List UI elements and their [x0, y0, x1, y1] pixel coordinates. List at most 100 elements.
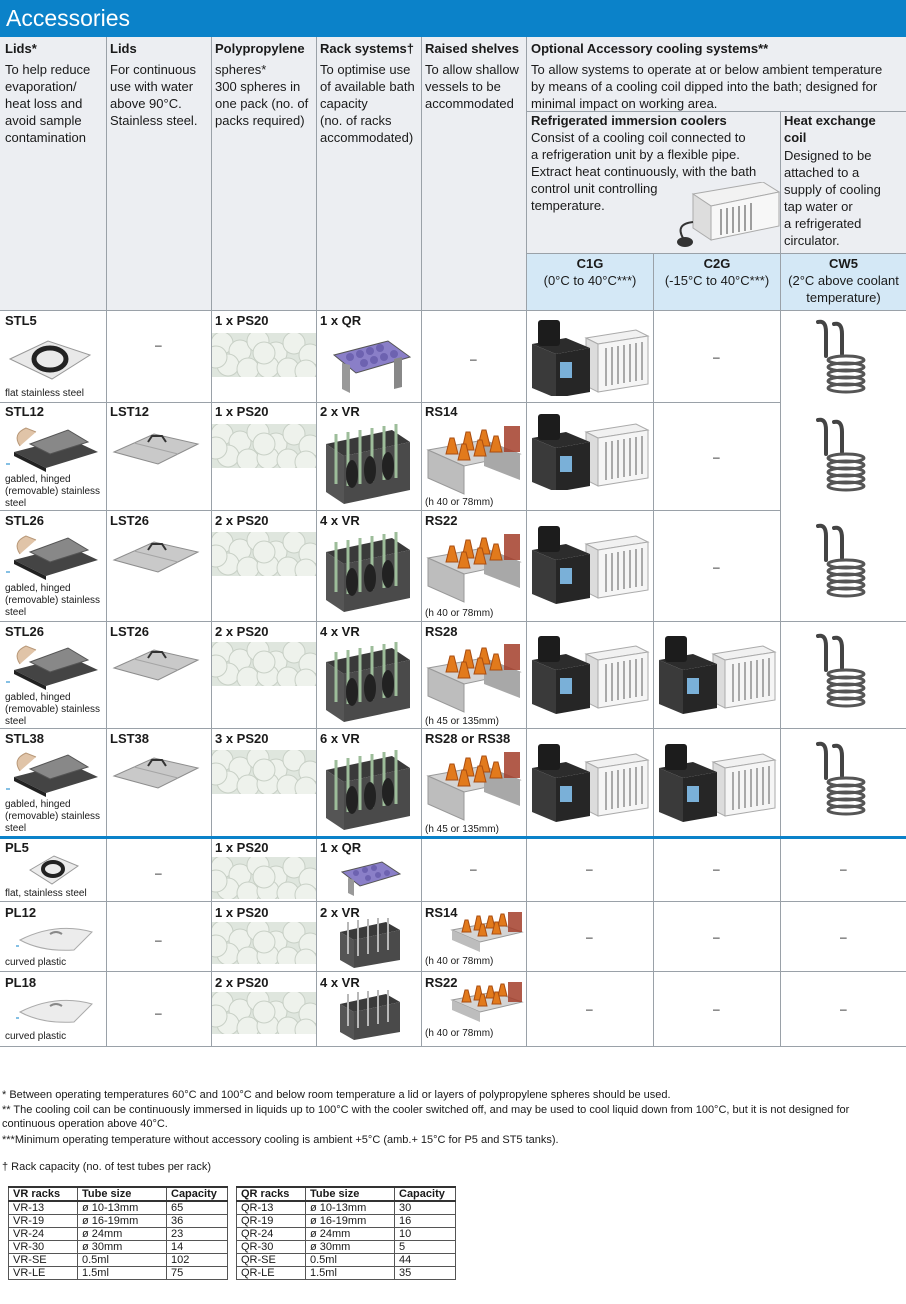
table-cell: VR-19 [8, 1214, 78, 1228]
c1g-range: (0°C to 40°C***) [543, 273, 637, 288]
table-cell: 44 [394, 1253, 456, 1267]
raised-shelf-image [426, 644, 522, 713]
lid-note: flat stainless steel [5, 388, 84, 399]
table-cell: ø 30mm [77, 1240, 167, 1254]
table-cell: 10 [394, 1227, 456, 1241]
spheres-image [212, 424, 316, 468]
header-shelves-desc: To allow shallow vessels to be accommoda… [425, 62, 519, 111]
table-cell: 5 [394, 1240, 456, 1254]
table-cell: QR racks [236, 1186, 306, 1202]
table-cell: Capacity [394, 1186, 456, 1202]
lid2-empty: – [155, 338, 162, 352]
header-refrig-title: Refrigerated immersion coolers [531, 113, 727, 128]
lst-lid-image [112, 541, 200, 573]
spheres-image [212, 333, 316, 377]
lst-lid-image [112, 757, 200, 789]
c2g-empty: – [713, 450, 720, 464]
gabled-lid-image [6, 752, 98, 797]
table-cell: VR-24 [8, 1227, 78, 1241]
c2g-empty: – [713, 350, 720, 364]
lid-code: STL5 [5, 313, 37, 328]
table-cell: QR-24 [236, 1227, 306, 1241]
header-lids-title: Lids* [5, 41, 37, 56]
c1g-empty: – [586, 1002, 593, 1016]
footnote-double-star: ** The cooling coil can be continuously … [2, 1104, 850, 1130]
header-lids2-desc: For continuous use with water above 90°C… [110, 62, 198, 128]
header-racks-title: Rack systems† [320, 41, 414, 56]
refrigerated-cooler-image [530, 314, 650, 396]
table-cell: ø 10-13mm [77, 1200, 167, 1215]
vr-rack-image [340, 990, 400, 1040]
c2g-empty: – [713, 862, 720, 876]
spheres-qty: 2 x PS20 [215, 624, 269, 639]
table-cell: Tube size [77, 1186, 167, 1202]
header-lids2-title: Lids [110, 41, 137, 56]
vr-rack-image [326, 642, 410, 722]
rack-qty: 1 x QR [320, 313, 362, 328]
table-cell: ø 24mm [77, 1227, 167, 1241]
raised-shelf-image [426, 752, 522, 821]
shelf-height: (h 45 or 135mm) [425, 716, 499, 727]
shelf-code: RS28 or RS38 [425, 731, 511, 746]
refrigerated-cooler-image [530, 738, 650, 828]
cw5-empty: – [840, 1002, 847, 1016]
table-cell: 1.5ml [77, 1266, 167, 1280]
c1g-empty: – [586, 930, 593, 944]
cooling-coil-image [816, 523, 866, 598]
shelf-height: (h 40 or 78mm) [425, 497, 494, 508]
rack-qty: 4 x VR [320, 513, 360, 528]
table-cell: ø 30mm [305, 1240, 395, 1254]
spheres-image [212, 532, 316, 576]
table-cell: Tube size [305, 1186, 395, 1202]
refrigerated-cooler-image [530, 520, 650, 606]
spheres-image [212, 992, 316, 1034]
table-cell: VR-LE [8, 1266, 78, 1280]
refrigerated-cooler-image [657, 738, 777, 828]
table-cell: 1.5ml [305, 1266, 395, 1280]
footnote-dagger: † Rack capacity (no. of test tubes per r… [2, 1161, 212, 1173]
table-cell: 75 [166, 1266, 228, 1280]
header-spheres-desc: spheres* 300 spheres in one pack (no. of… [215, 62, 309, 128]
spheres-image [212, 857, 316, 899]
lid2-code: LST26 [110, 624, 150, 639]
cooling-coil-image [816, 417, 866, 492]
cooling-coil-image [816, 633, 866, 708]
table-cell: VR-30 [8, 1240, 78, 1254]
header-refrig-desc: Consist of a cooling coil connected to a… [531, 130, 757, 213]
lid-note: gabled, hinged (removable) stainless ste… [5, 474, 101, 509]
cw5-empty: – [840, 930, 847, 944]
lid-code: STL26 [5, 513, 45, 528]
spheres-qty: 1 x PS20 [215, 313, 269, 328]
page-title: Accessories [6, 5, 130, 31]
refrigerated-cooler-image [657, 630, 777, 720]
header-cooling-title: Optional Accessory cooling systems** [531, 41, 769, 56]
gabled-lid-image [6, 427, 98, 472]
table-cell: VR-SE [8, 1253, 78, 1267]
table-cell: Capacity [166, 1186, 228, 1202]
qr-rack-image [340, 861, 402, 896]
table-cell: ø 24mm [305, 1227, 395, 1241]
table-cell: ø 16-19mm [77, 1214, 167, 1228]
spheres-image [212, 750, 316, 794]
cw5-empty: – [840, 862, 847, 876]
spheres-image [212, 922, 316, 964]
table-cell: QR-LE [236, 1266, 306, 1280]
lid-note: curved plastic [5, 1031, 67, 1042]
lid-note: flat, stainless steel [5, 888, 87, 899]
cooling-coil-image [816, 319, 866, 394]
table-cell: 35 [394, 1266, 456, 1280]
shelf-code: RS28 [425, 624, 458, 639]
shelf-code: RS14 [425, 404, 458, 419]
lid-note: gabled, hinged (removable) stainless ste… [5, 799, 101, 834]
table-cell: QR-SE [236, 1253, 306, 1267]
spheres-qty: 2 x PS20 [215, 513, 269, 528]
table-cell: QR-19 [236, 1214, 306, 1228]
lst-lid-image [112, 649, 200, 681]
